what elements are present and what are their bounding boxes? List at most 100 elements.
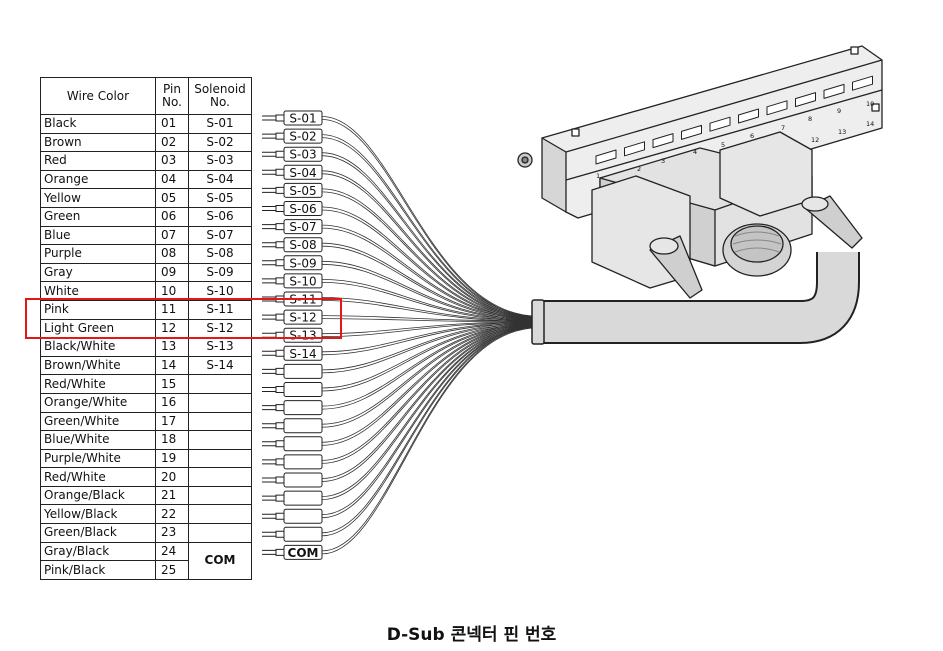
pin-slot [681,124,702,140]
wire-color-cell: Blue [40,225,156,246]
wire [321,323,539,425]
terminal-box [283,382,323,397]
wire-color-cell: Orange/White [40,392,156,413]
terminal-box [283,345,323,361]
header-wire-color: Wire Color [40,77,156,115]
connector-pin-number: 2 [637,165,641,173]
corner-square [871,103,880,112]
wire-color-cell: Gray [40,262,156,283]
pin-slot [766,100,788,116]
terminal-prong [262,440,285,448]
wire [321,327,539,537]
pin-slots [595,75,873,165]
pin-number-cell: 06 [155,206,189,227]
solenoid-number-cell: S-03 [188,151,252,171]
wire [321,119,539,318]
solenoid-number-cell [188,485,252,506]
pin-number-cell: 23 [155,523,189,543]
pin-slot [624,141,645,157]
terminal-box [283,490,323,506]
pin-number-cell: 13 [155,337,189,357]
wire [321,209,539,320]
wire [321,297,539,322]
wire [321,322,539,371]
solenoid-number-cell: S-07 [188,225,252,246]
terminal-box [283,255,323,271]
wire [321,323,539,443]
terminal-label: COM [288,546,319,560]
solenoid-number-cell [188,374,252,394]
terminal-label: S-09 [289,256,316,270]
diagram-caption: D-Sub 콘넥터 핀 번호 [386,625,557,645]
terminal-box [283,146,323,162]
wire-color-cell: Green/White [40,411,156,432]
terminal-label: S-13 [289,329,316,343]
wire [321,324,539,446]
connector-pin-number: 6 [750,132,754,140]
terminal-label: S-10 [289,274,316,288]
terminal-box [283,544,323,560]
terminal-box [283,400,323,416]
terminal-label: S-14 [289,347,316,361]
wire [321,242,539,320]
terminal-label: S-07 [289,220,316,234]
pin-number-cell: 22 [155,504,189,525]
pin-slot [652,133,674,149]
wire [321,315,539,322]
wire [321,325,539,464]
terminal-label: S-03 [289,148,316,162]
wire-color-cell: Red/White [40,374,156,394]
solenoid-number-cell [188,448,252,469]
terminal-prong [262,259,285,267]
wire-color-cell: Gray/Black [40,541,156,562]
pin-number-cell: 01 [155,114,189,134]
pin-number-cell: 07 [155,225,189,246]
terminal-box [283,418,323,434]
connector-pin-number: 14 [866,120,874,128]
wire-color-cell: Red/White [40,467,156,487]
terminal-prong [262,223,285,231]
pin-number-cell: 18 [155,430,189,450]
connector-pin-number: 3 [661,157,665,165]
connector-pin-number: 10 [866,100,874,108]
wire [321,188,539,319]
wire-color-cell: Purple [40,244,156,264]
solenoid-number-cell: S-06 [188,206,252,227]
pin-number-cell: 12 [155,318,189,339]
pin-number-cell: 21 [155,485,189,506]
pin-slot [852,75,873,91]
solenoid-number-cell: S-04 [188,169,252,190]
terminal-box [283,508,323,524]
terminal-label: S-04 [289,166,316,180]
pin-number-cell: 25 [155,560,189,580]
pin-number-cell: 05 [155,188,189,208]
wire [321,152,539,318]
terminal-prong [262,530,285,538]
solenoid-number-cell: S-05 [188,188,252,208]
pin-slot [709,116,731,132]
terminal-prong [262,367,285,375]
highlight-box [25,298,342,339]
wire [321,326,539,534]
terminal-prong [262,494,285,502]
solenoid-number-cell: S-13 [188,337,252,357]
terminal-box [283,273,323,289]
terminal-prong [262,186,285,194]
wire-color-cell: Pink [40,299,156,320]
connector-pin-number: 13 [838,128,846,136]
connector-pin-number: 4 [693,148,697,156]
corner-square [571,128,580,137]
terminal-prong [262,132,285,140]
connector-pin-number: 1 [596,172,600,180]
